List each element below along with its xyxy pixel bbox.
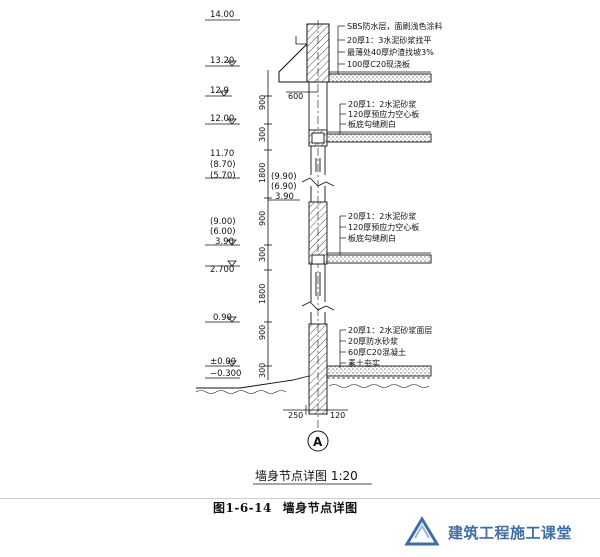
- note-floor-upper-3: 板底勾缝刷白: [348, 119, 396, 129]
- level-9-90: (9.90): [271, 172, 297, 182]
- dim-1800-mid: 1800: [258, 284, 267, 304]
- watermark-text: 建筑工程施工课堂: [448, 524, 573, 542]
- note-ground-4: 素土夯实: [348, 358, 380, 368]
- break-line-lower: [301, 301, 335, 311]
- caption-separator: [0, 498, 600, 519]
- note-floor-upper-2: 120厚预应力空心板: [348, 109, 419, 119]
- level-11-70: 11.70: [210, 149, 234, 159]
- level-6-90: (6.90): [271, 182, 297, 192]
- level-13-20: 13.20: [210, 56, 234, 66]
- dim-900-top: 900: [258, 95, 267, 110]
- note-floor-mid-1: 20厚1：2水泥砂浆: [348, 211, 416, 221]
- parapet: [278, 23, 330, 83]
- note-leaders: [337, 25, 346, 368]
- level-8-70: (8.70): [210, 160, 236, 170]
- watermark-logo-icon: [404, 516, 440, 546]
- note-floor-upper-1: 20厚1：2水泥砂浆: [348, 99, 416, 109]
- dim-300-mid: 300: [258, 247, 267, 262]
- note-roof-4: 100厚C20现浇板: [347, 59, 410, 69]
- dim-300-low: 300: [258, 363, 267, 378]
- dim-300-top: 300: [258, 127, 267, 142]
- level-12-00: 12.00: [210, 114, 234, 124]
- level-labels: 14.00 13.20 12.9 12.00 11.70 (8.70) (5.7…: [210, 10, 297, 379]
- dim-900-low: 900: [258, 325, 267, 340]
- note-ground-2: 20厚防水砂浆: [348, 336, 398, 346]
- level-3-90-lower: 3.90: [215, 237, 234, 247]
- dim-900-mid: 900: [258, 211, 267, 226]
- level-5-70: (5.70): [210, 171, 236, 181]
- level-minus-0-300: −0.300: [210, 369, 241, 379]
- notes-floor-upper: 20厚1：2水泥砂浆 120厚预应力空心板 板底勾缝刷白: [348, 99, 419, 129]
- axis-label: A: [313, 435, 323, 449]
- ground-slab: [326, 365, 432, 379]
- note-floor-mid-3: 板底勾缝刷白: [348, 233, 396, 243]
- dim-120: 120: [330, 411, 345, 420]
- notes-floor-middle: 20厚1：2水泥砂浆 120厚预应力空心板 板底勾缝刷白: [348, 211, 419, 243]
- vertical-dimension-labels: 900 300 1800 900 300 1800 900 300: [258, 95, 267, 378]
- figure-title: 墙身节点详图: [282, 501, 358, 515]
- notes-roof: SBS防水层，面刷浅色涂料 20厚1：3水泥砂浆找平 最薄处40厚炉渣找坡3% …: [347, 21, 443, 69]
- level-0-00: ±0.00: [210, 357, 236, 367]
- note-ground-1: 20厚1：2水泥砂浆面层: [348, 325, 432, 335]
- level-12-9: 12.9: [210, 86, 229, 96]
- note-roof-1: SBS防水层，面刷浅色涂料: [347, 21, 443, 31]
- note-roof-3: 最薄处40厚炉渣找坡3%: [347, 47, 434, 57]
- dim-1800-top: 1800: [258, 163, 267, 183]
- dim-600: 600: [288, 92, 303, 101]
- figure-caption: 图1-6-14 墙身节点详图: [213, 499, 364, 516]
- note-ground-3: 60厚C20混凝土: [348, 347, 406, 357]
- axis-bubble: [307, 430, 329, 452]
- roof-slab: [328, 71, 432, 83]
- level-3-90-upper: 3.90: [275, 192, 294, 202]
- level-0-90: 0.90: [213, 313, 232, 323]
- note-floor-mid-2: 120厚预应力空心板: [348, 222, 419, 232]
- notes-ground: 20厚1：2水泥砂浆面层 20厚防水砂浆 60厚C20混凝土 素土夯实: [348, 325, 432, 368]
- level-2-700: 2.700: [210, 265, 234, 275]
- drawing-title: 墙身节点详图 1:20: [255, 468, 358, 483]
- level-14-00: 14.00: [210, 10, 234, 20]
- wall-section-drawing: 14.00 13.20 12.9 12.00 11.70 (8.70) (5.7…: [195, 10, 443, 485]
- break-line-upper: [301, 177, 335, 187]
- note-roof-2: 20厚1：3水泥砂浆找平: [347, 35, 431, 45]
- wall-upper: [308, 82, 328, 175]
- level-9-00: (9.00): [210, 217, 236, 227]
- wall-middle: [308, 186, 328, 265]
- wall-lower-window: [310, 264, 326, 302]
- dim-250: 250: [288, 411, 303, 420]
- floor-slab-middle: [326, 252, 432, 264]
- wall-base: [308, 312, 328, 415]
- floor-slab-upper: [326, 131, 432, 143]
- watermark: 建筑工程施工课堂: [404, 514, 594, 552]
- figure-number: 图1-6-14: [213, 501, 272, 515]
- base-dimensions: [283, 405, 348, 415]
- level-marks: [205, 19, 300, 379]
- level-6-00: (6.00): [210, 227, 236, 237]
- ground-exterior: [195, 375, 430, 394]
- vertical-dimension-chain: [264, 70, 272, 380]
